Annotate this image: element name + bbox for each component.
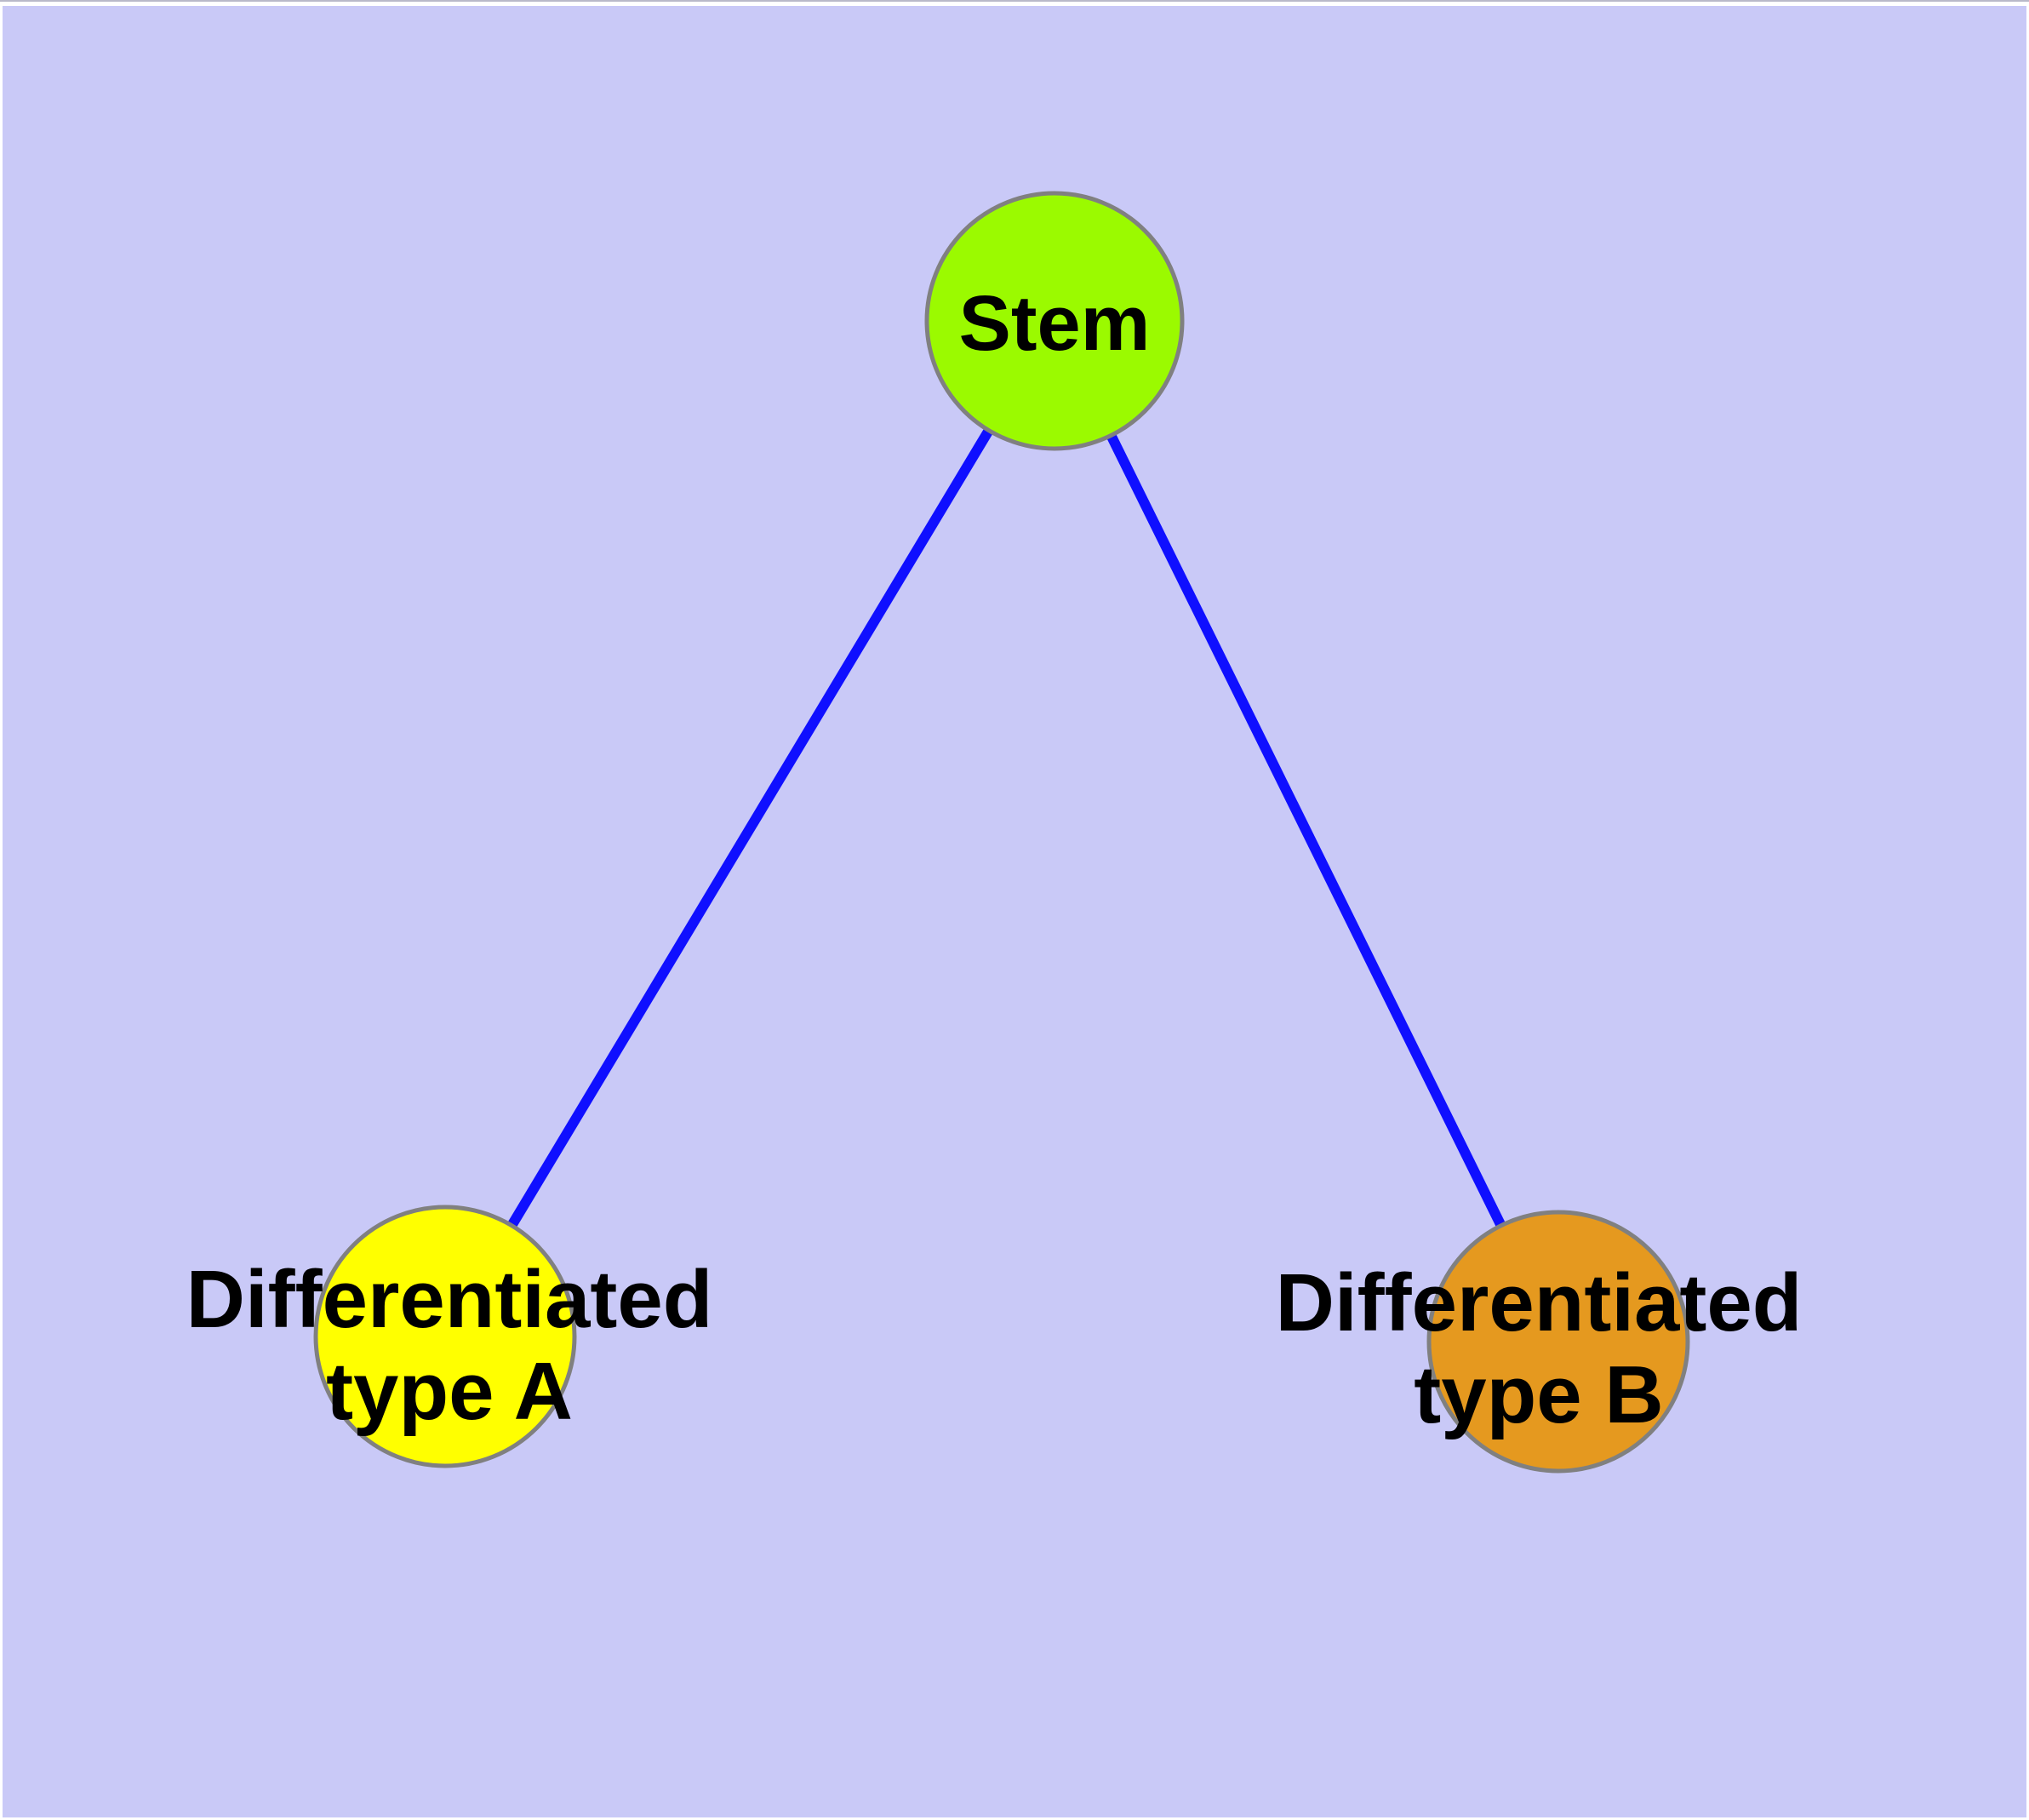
- node-type-a-circle: [313, 1205, 577, 1468]
- window-top-hairline: [0, 0, 2029, 2]
- diagram-canvas: Stem Differentiated type A Differentiate…: [3, 6, 2026, 1817]
- edges: [440, 318, 1563, 1344]
- cell-differentiation-diagram: Stem Differentiated type A Differentiate…: [186, 191, 1803, 1474]
- node-type-b-label-line2: type B: [1414, 1349, 1663, 1440]
- node-type-b-label-line1: Differentiated: [1276, 1257, 1803, 1348]
- node-type-a-label-line2: type A: [326, 1346, 573, 1437]
- node-differentiated-type-b: Differentiated type B: [1276, 1210, 1803, 1474]
- edge-stem-to-type-a: [440, 318, 1060, 1340]
- node-stem: Stem: [924, 191, 1185, 451]
- node-stem-circle: [924, 191, 1185, 451]
- node-stem-label: Stem: [959, 280, 1151, 367]
- node-type-a-label-line1: Differentiated: [186, 1254, 713, 1345]
- node-differentiated-type-a: Differentiated type A: [186, 1205, 713, 1468]
- edge-stem-to-type-b: [1049, 318, 1563, 1344]
- node-type-b-circle: [1426, 1210, 1690, 1474]
